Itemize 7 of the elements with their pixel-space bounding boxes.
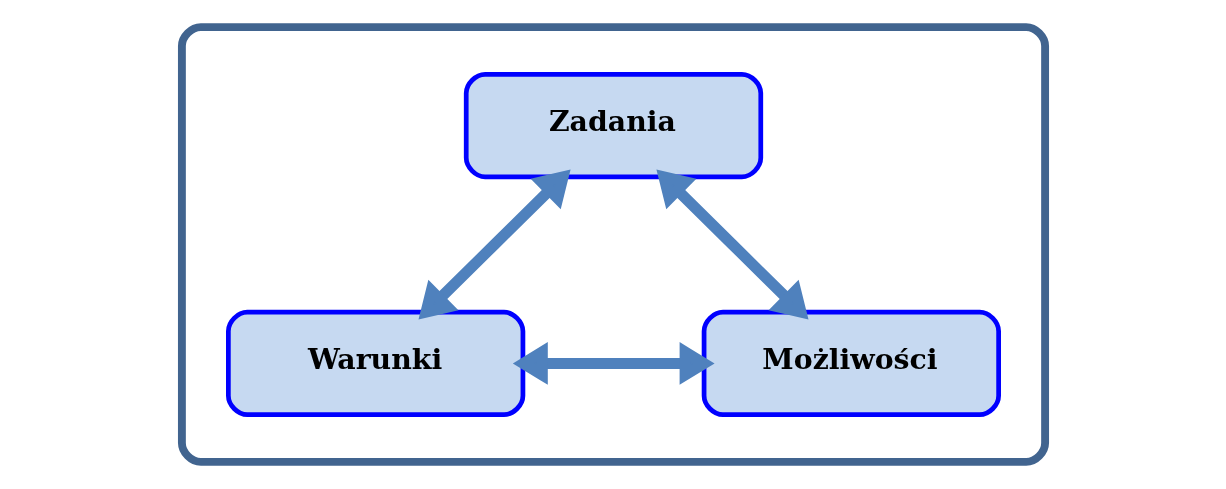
arrow: [655, 169, 808, 320]
cluster: [177, 23, 1049, 466]
arrow: [512, 342, 715, 385]
arrow: [418, 169, 571, 320]
node-box: Warunki: [225, 309, 525, 417]
node-box: Zadania: [463, 72, 763, 180]
node-box: Możliwości: [701, 309, 1001, 417]
